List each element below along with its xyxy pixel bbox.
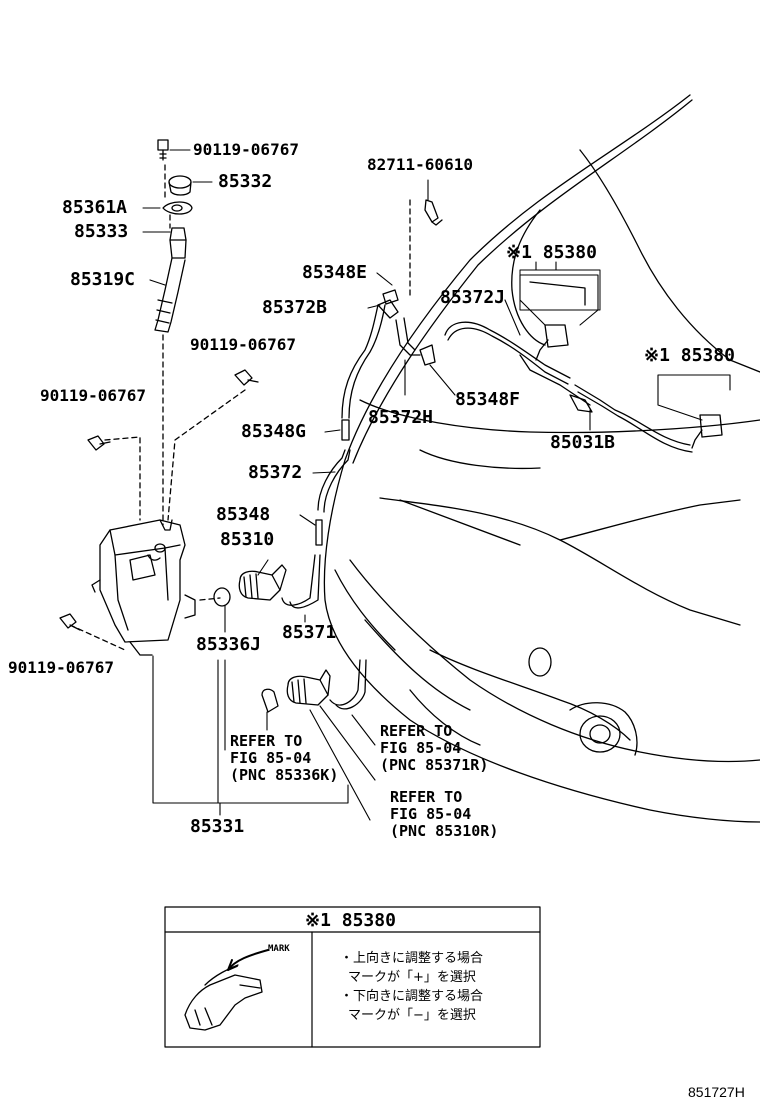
part-label-85348f: 85348F [455,389,521,410]
part-label-85332: 85332 [218,171,273,192]
dashed-leader-lines [69,164,411,651]
figure-code: 851727H [688,1084,745,1100]
bolts [59,369,259,631]
part-label-85380-right: ※1 85380 [644,345,735,366]
reference-line: FIG 85-04 [230,749,312,767]
part-label-85361a: 85361A [62,197,128,218]
reference-line: REFER TO [230,732,303,750]
legend-line: ・上向きに調整する場合 [340,951,484,966]
reference-line: REFER TO [390,788,463,806]
reference-note-85310r: REFER TO FIG 85-04 (PNC 85310R) [390,789,498,840]
washer-reservoir-tank [91,519,196,656]
part-label-82711: 82711-60610 [367,155,473,174]
part-label-90119-left: 90119-06767 [40,386,146,405]
part-label-90119-mid: 90119-06767 [190,335,296,354]
part-label-85336j: 85336J [196,634,262,655]
legend-line: ・下向きに調整する場合 [340,989,484,1004]
vehicle-body-outline [323,94,760,823]
washer-pump-lower [261,669,331,713]
part-label-85372h: 85372H [368,407,434,428]
legend-line: マークが「+」を選択 [348,970,476,985]
washer-pump-upper [213,564,287,607]
part-label-85372b: 85372B [262,297,328,318]
part-label-85372j: 85372J [440,287,506,308]
reference-line: (PNC 85371R) [380,756,489,774]
part-label-85348: 85348 [216,504,271,525]
legend-line: マークが「−」を選択 [348,1008,476,1023]
clip-parts [382,199,443,305]
reference-line: (PNC 85336K) [230,766,339,784]
part-label-85348e: 85348E [302,262,368,283]
nozzle-mark-illustration [184,949,269,1031]
reference-line: FIG 85-04 [380,739,462,757]
part-label-85319c: 85319C [70,269,136,290]
reference-note-85336k: REFER TO FIG 85-04 (PNC 85336K) [230,733,338,784]
legend-mark-label: MARK [268,944,290,954]
reference-line: REFER TO [380,722,453,740]
reference-line: FIG 85-04 [390,805,472,823]
part-label-85380-windshield: ※1 85380 [506,242,597,263]
washer-hoses [281,299,693,710]
filler-neck-parts [154,139,193,333]
part-label-85331: 85331 [190,816,245,837]
reference-line: (PNC 85310R) [390,822,499,840]
part-label-85348g: 85348G [241,421,307,442]
part-label-85372: 85372 [248,462,303,483]
legend-title: ※1 85380 [305,910,396,931]
part-label-85310: 85310 [220,529,275,550]
part-label-85371: 85371 [282,622,337,643]
part-label-90119-top: 90119-06767 [193,140,299,159]
part-label-90119-bottom: 90119-06767 [8,658,114,677]
legend-box [164,906,541,1048]
part-label-85333: 85333 [74,221,129,242]
leader-lines [142,149,731,821]
reference-note-85371r: REFER TO FIG 85-04 (PNC 85371R) [380,723,488,774]
part-label-85031b: 85031B [550,432,616,453]
